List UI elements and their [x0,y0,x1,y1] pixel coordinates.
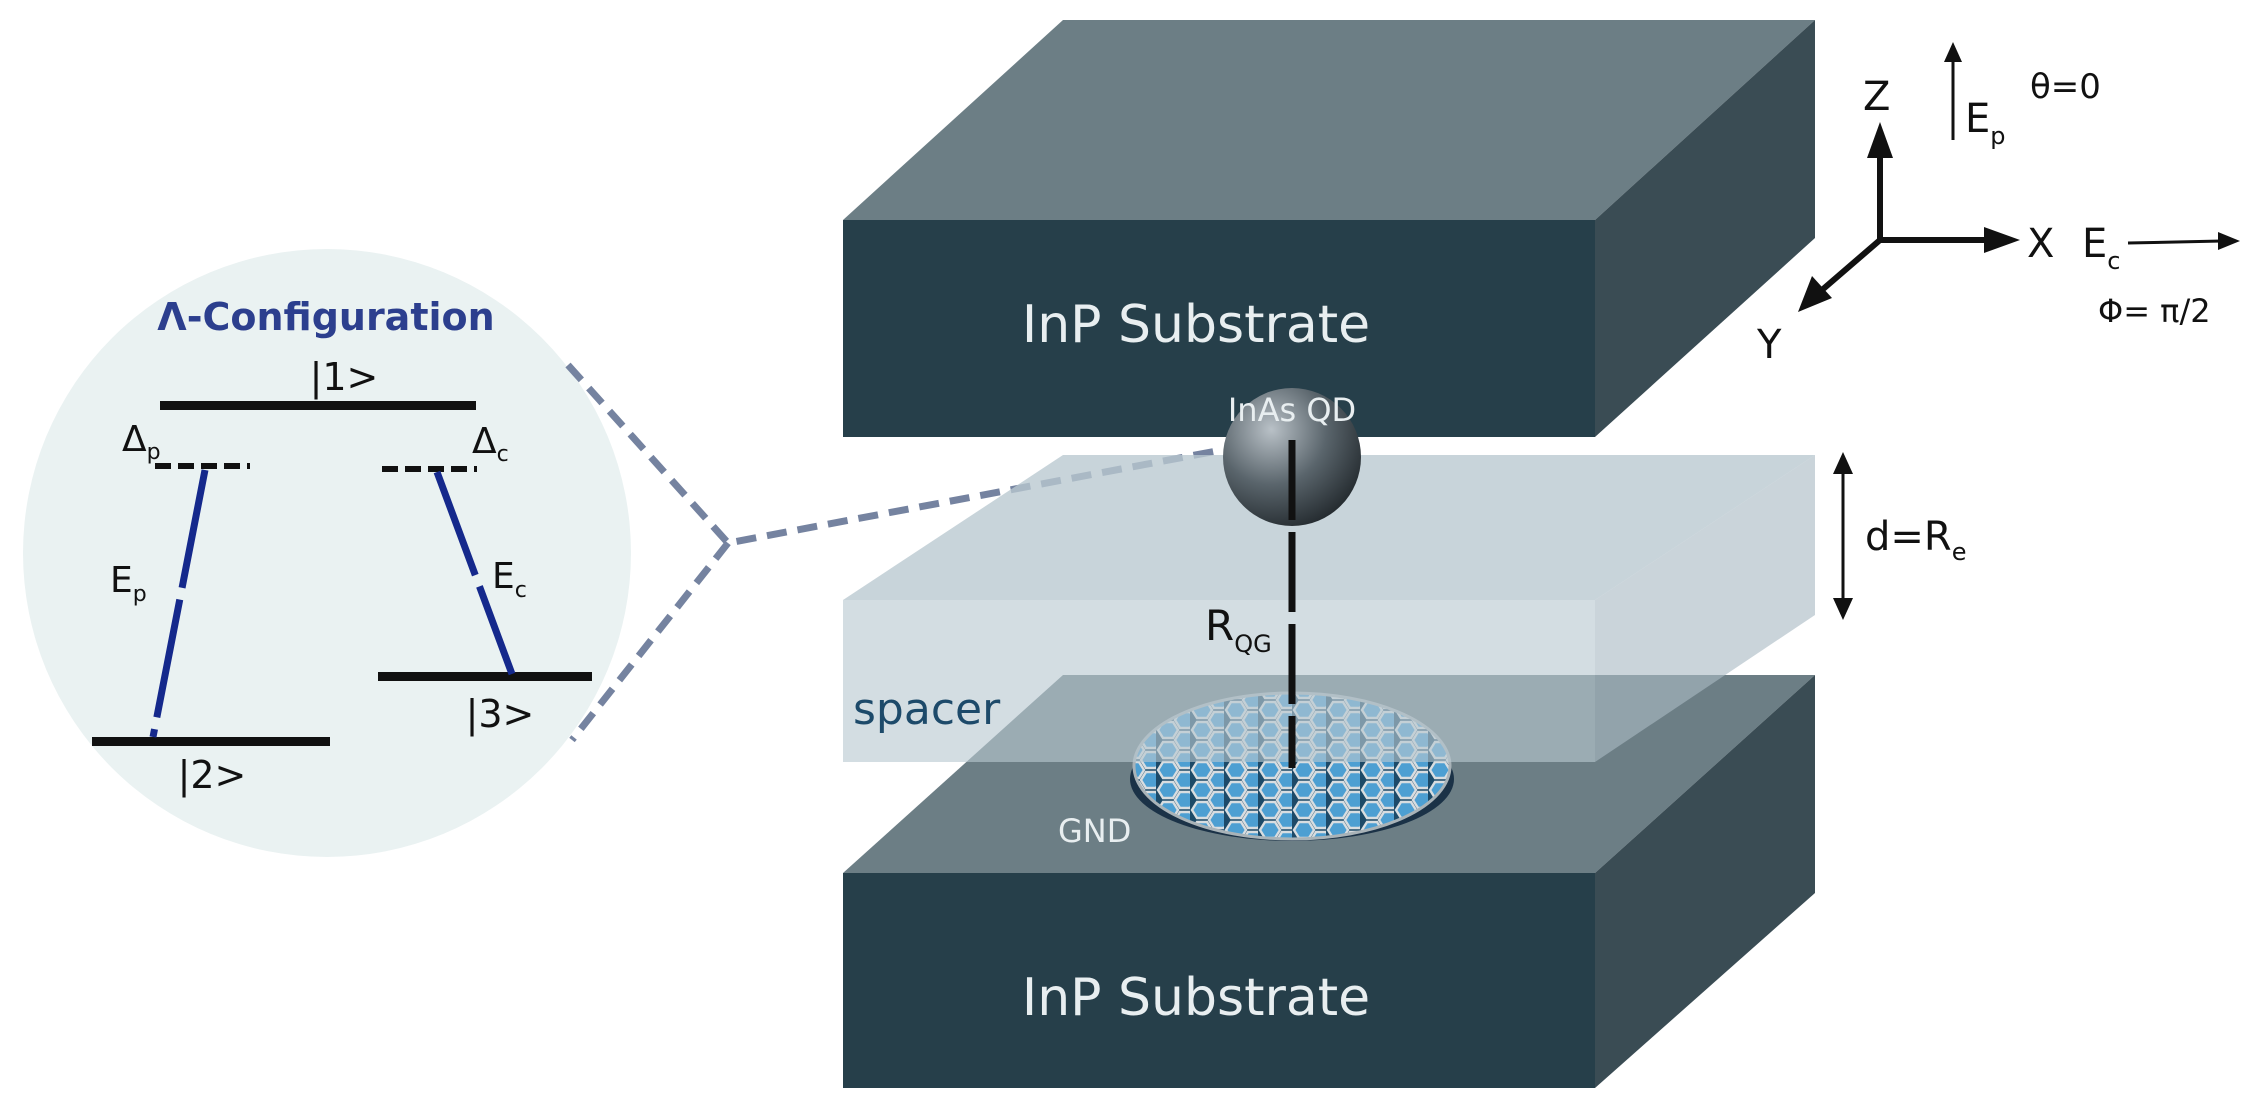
y-axis-arrowhead [1798,276,1832,312]
level-1-line [160,401,476,410]
thickness-arrow-top-head [1833,452,1853,474]
bottom-substrate-side-face [1595,675,1815,1088]
spacer-label: spacer [853,684,1001,735]
ec-label: Ec [492,556,527,603]
z-axis-arrowhead [1867,122,1893,158]
ep-label: Ep [110,560,147,607]
top-substrate-side-face [1595,20,1815,437]
level-3-label: |3> [466,692,535,737]
ep-transition-line [149,469,209,738]
x-axis-label: X [2027,221,2054,267]
ec-polarization-arrow [2127,239,2223,245]
spacer-side-face [1595,455,1815,762]
ec-polarization-label: Ec [2082,221,2120,275]
level-2-line [92,737,330,746]
theta-label: θ=0 [2030,67,2101,107]
y-axis [1820,237,1882,293]
gnd-label: GND [1058,812,1131,850]
top-substrate-front-face [843,220,1595,437]
phi-label: Φ= π/2 [2098,292,2211,330]
z-axis-label: Z [1863,74,1890,120]
coordinate-axes: Z X Y Ep θ=0 Ec Φ= π/2 [1756,42,2240,368]
level-1-label: |1> [310,355,379,400]
y-axis-label: Y [1756,322,1782,368]
thickness-label: d=Re [1865,514,1966,566]
top-substrate-label: InP Substrate [1022,295,1370,355]
thickness-arrow-bottom-head [1833,598,1853,620]
ec-transition-line [433,470,516,676]
spacer-top-face [843,455,1815,600]
ep-polarization-arrowhead [1944,42,1962,62]
top-substrate: InP Substrate [843,20,1815,437]
ec-polarization-arrowhead [2218,232,2240,250]
level-2-label: |2> [178,753,247,798]
delta-c-label: Δc [472,421,509,467]
lambda-configuration-panel: Λ-Configuration |1> Δp Δc |2> |3> Ep Ec [23,249,631,857]
top-substrate-top-face [843,20,1815,220]
bottom-substrate-front-face [843,873,1595,1088]
lambda-title: Λ-Configuration [157,295,494,339]
spacer-front-face [843,600,1595,762]
ep-polarization-label: Ep [1965,96,2006,150]
delta-p-label: Δp [122,419,161,465]
spacer-layer: spacer [843,455,1815,762]
zoom-connector-lower [569,540,731,743]
zoom-circle [23,249,631,857]
level-3-line [378,672,592,681]
bottom-substrate-label: InP Substrate [1022,968,1370,1028]
spacer-thickness-indicator: d=Re [1833,452,1966,620]
rqg-label: RQG [1205,601,1272,658]
qd-label: InAs QD [1228,391,1356,429]
x-axis-arrowhead [1984,227,2020,253]
